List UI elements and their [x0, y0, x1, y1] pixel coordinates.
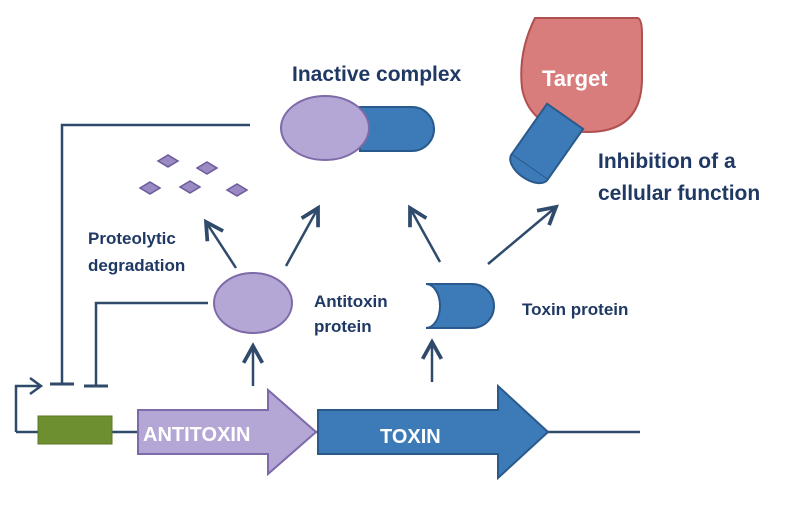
transcription-start-arrow	[14, 384, 40, 432]
antitoxin-protein-label-line1: Antitoxin	[314, 292, 388, 311]
toxin-protein-shape	[425, 283, 495, 329]
complex-antitoxin-part	[280, 95, 370, 161]
antitoxin-protein-shape	[213, 272, 293, 334]
toxin-gene-arrow	[317, 383, 550, 481]
fragment	[156, 154, 180, 168]
target-shape	[520, 17, 643, 134]
inhibition-label-line1: Inhibition of a	[598, 150, 736, 173]
proteolytic-label-line2: degradation	[88, 256, 185, 275]
fragment	[178, 180, 202, 194]
fragment	[195, 161, 219, 175]
bound-toxin	[509, 102, 585, 185]
toxin-to-target-arrow	[487, 207, 556, 265]
fragment	[225, 183, 249, 197]
degradation-arrow	[206, 222, 238, 269]
transcription-start-arrowhead	[29, 376, 44, 396]
antitoxin-to-complex-arrow	[284, 208, 318, 267]
complex-repression-line	[60, 123, 250, 383]
antitoxin-protein-label-line2: protein	[314, 317, 372, 336]
toxin-to-complex-arrow	[410, 208, 442, 263]
degraded-fragments	[138, 154, 249, 197]
toxin-protein-label: Toxin protein	[522, 300, 628, 319]
antitoxin-gene-arrow	[137, 387, 318, 477]
antitoxin-gene-label: ANTITOXIN	[143, 424, 250, 446]
target-label: Target	[542, 66, 608, 91]
antitoxin-repression-line	[94, 301, 208, 385]
inhibition-label-line2: cellular function	[598, 182, 760, 205]
complex-toxin-part	[359, 106, 435, 152]
fragment	[138, 181, 162, 195]
inactive-complex-label: Inactive complex	[292, 63, 462, 86]
toxin-gene-label: TOXIN	[380, 426, 441, 448]
promoter-box	[37, 415, 113, 445]
proteolytic-label-line1: Proteolytic	[88, 229, 176, 248]
